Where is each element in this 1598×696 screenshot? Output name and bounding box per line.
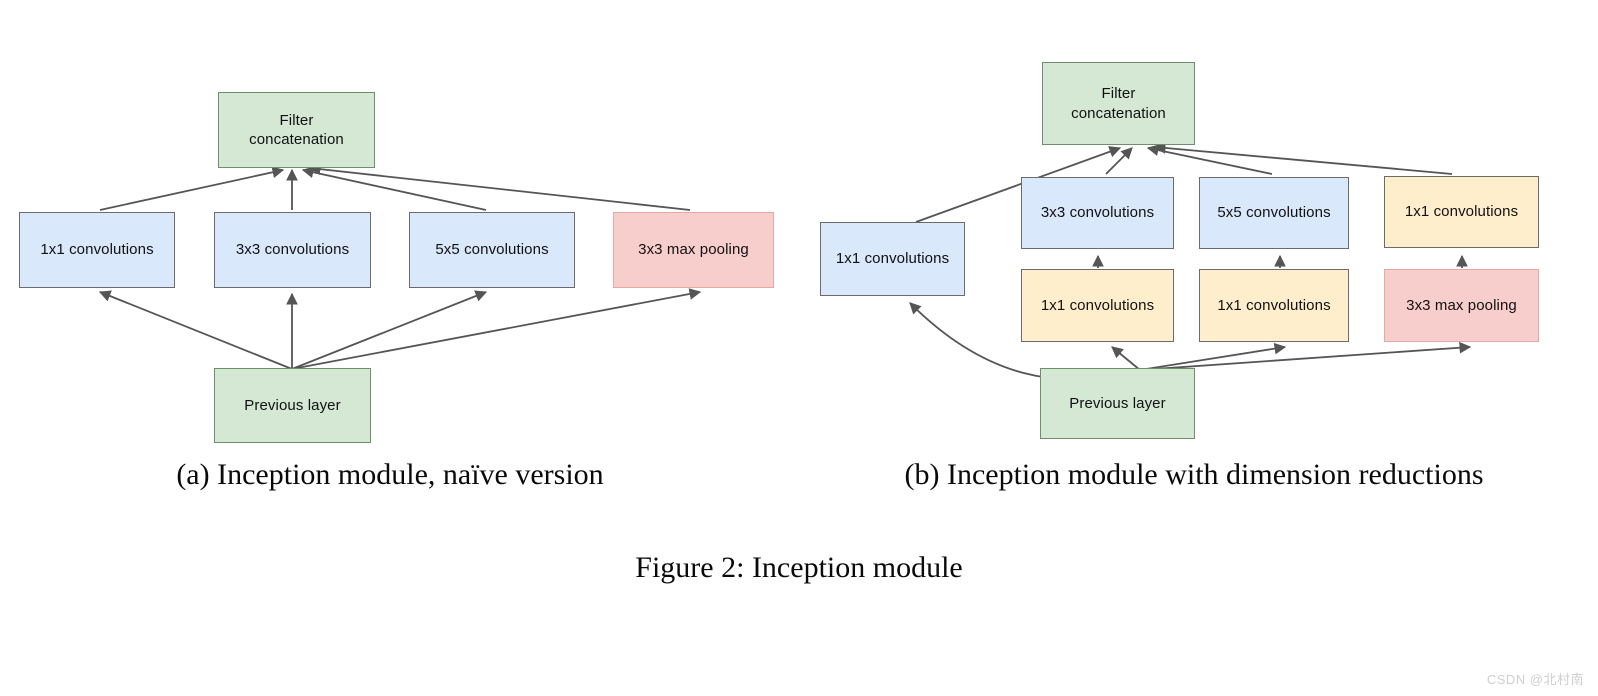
node-b-1x1-convolutions-reduce-3x3[interactable]: 1x1 convolutions [1021, 269, 1174, 342]
node-a-filter-concatenation[interactable]: Filter concatenation [218, 92, 375, 168]
panel-a-caption: (a) Inception module, naïve version [176, 458, 604, 491]
edge-a-5x5-to-concat [301, 166, 487, 211]
node-b-filter-concatenation[interactable]: Filter concatenation [1042, 62, 1195, 145]
node-a-1x1-convolutions[interactable]: 1x1 convolutions [19, 212, 175, 288]
csdn-watermark: CSDN @北村南 [1486, 672, 1584, 687]
edge-a-maxpool-to-concat [308, 163, 691, 211]
node-b-3x3-convolutions[interactable]: 3x3 convolutions [1021, 177, 1174, 249]
node-b-1x1-convolutions-left[interactable]: 1x1 convolutions [820, 222, 965, 296]
node-b-5x5-convolutions[interactable]: 5x5 convolutions [1199, 177, 1349, 249]
edge-b-prev-to-1x1-red5 [1139, 342, 1287, 371]
edge-b-1x1-right-to-concat [1153, 142, 1453, 175]
edge-a-1x1-to-concat [99, 166, 285, 211]
panel-b-caption: (b) Inception module with dimension redu… [904, 458, 1484, 491]
edge-b-prev-to-maxpool [1139, 341, 1472, 371]
node-b-3x3-max-pooling[interactable]: 3x3 max pooling [1384, 269, 1539, 342]
node-b-1x1-convolutions-pool-projection[interactable]: 1x1 convolutions [1384, 176, 1539, 248]
node-a-3x3-convolutions[interactable]: 3x3 convolutions [214, 212, 371, 288]
edge-b-3x3-to-concat [1105, 147, 1133, 175]
node-b-previous-layer[interactable]: Previous layer [1040, 368, 1195, 439]
node-a-previous-layer[interactable]: Previous layer [214, 368, 371, 443]
figure-caption: Figure 2: Inception module [635, 551, 963, 584]
node-a-5x5-convolutions[interactable]: 5x5 convolutions [409, 212, 575, 288]
edge-b-prev-to-1x1-red3 [1111, 346, 1141, 371]
node-a-3x3-max-pooling[interactable]: 3x3 max pooling [613, 212, 774, 288]
edge-a-prev-to-maxpool [291, 288, 702, 370]
edge-a-prev-to-5x5 [291, 290, 488, 370]
edge-b-5x5-to-concat [1146, 144, 1273, 175]
edge-a-prev-to-1x1 [98, 290, 293, 370]
node-b-1x1-convolutions-reduce-5x5[interactable]: 1x1 convolutions [1199, 269, 1349, 342]
